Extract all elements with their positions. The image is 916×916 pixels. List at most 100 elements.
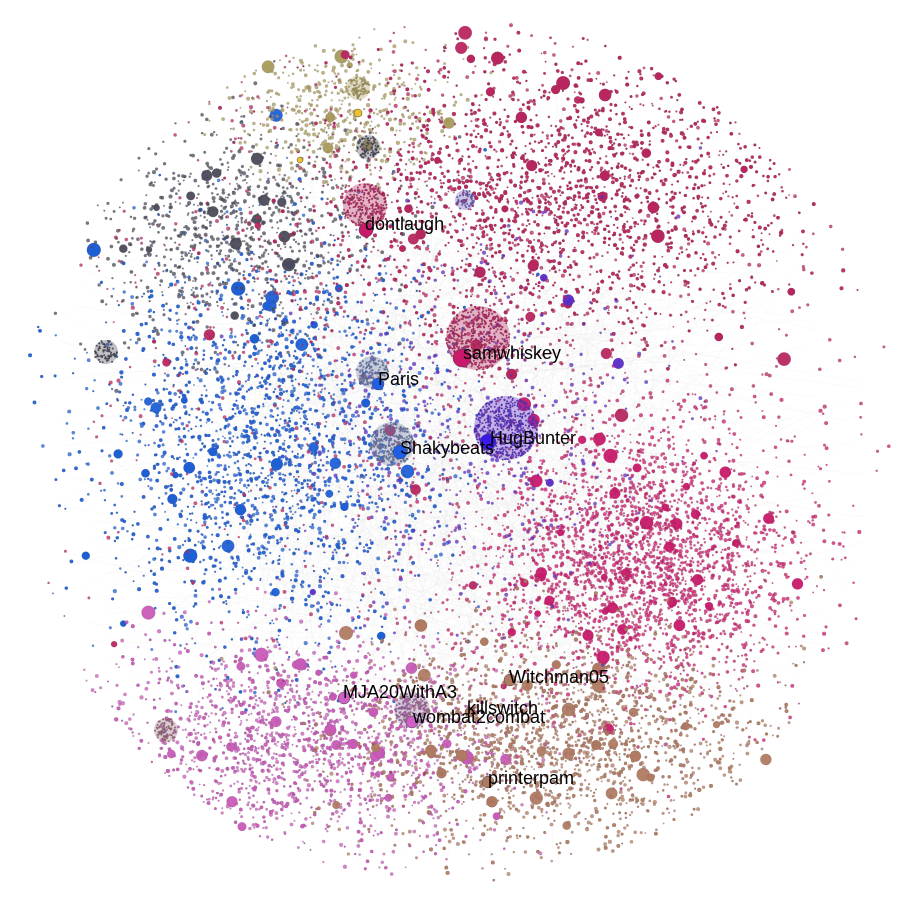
graph-node bbox=[661, 428, 666, 433]
graph-node bbox=[761, 243, 765, 246]
graph-node bbox=[739, 173, 744, 179]
graph-node bbox=[820, 648, 826, 653]
graph-node bbox=[597, 214, 602, 219]
graph-node bbox=[492, 302, 496, 306]
graph-node bbox=[726, 546, 731, 551]
graph-node bbox=[682, 268, 686, 273]
graph-node bbox=[533, 220, 537, 224]
graph-node bbox=[537, 141, 541, 144]
graph-node bbox=[601, 82, 605, 86]
graph-node bbox=[607, 507, 611, 510]
graph-node bbox=[681, 470, 686, 474]
graph-node bbox=[348, 151, 350, 154]
graph-node bbox=[600, 279, 605, 284]
graph-node bbox=[584, 196, 588, 200]
graph-node bbox=[564, 152, 567, 155]
graph-node bbox=[629, 290, 632, 293]
graph-node bbox=[776, 215, 780, 220]
graph-node bbox=[492, 111, 497, 116]
graph-node bbox=[497, 243, 501, 248]
graph-node bbox=[691, 160, 694, 163]
graph-node bbox=[601, 448, 606, 452]
graph-node bbox=[506, 198, 509, 201]
graph-node bbox=[561, 156, 566, 161]
graph-node bbox=[730, 468, 733, 471]
graph-node bbox=[708, 174, 712, 178]
graph-node bbox=[597, 109, 601, 113]
graph-node bbox=[503, 190, 508, 196]
graph-node bbox=[417, 352, 422, 357]
graph-node bbox=[614, 89, 617, 92]
graph-node bbox=[549, 584, 554, 589]
graph-node bbox=[588, 597, 593, 601]
graph-node bbox=[401, 97, 405, 100]
graph-node bbox=[538, 535, 542, 538]
graph-node bbox=[750, 590, 755, 595]
graph-node bbox=[572, 197, 576, 202]
graph-node bbox=[642, 348, 645, 351]
graph-node bbox=[764, 191, 768, 195]
graph-node bbox=[440, 330, 444, 334]
graph-node bbox=[614, 192, 619, 197]
graph-node bbox=[561, 191, 564, 195]
graph-node bbox=[643, 285, 646, 288]
graph-node bbox=[483, 276, 487, 281]
graph-node bbox=[740, 611, 744, 615]
graph-node bbox=[744, 607, 747, 611]
graph-node bbox=[607, 275, 611, 279]
graph-node bbox=[758, 147, 761, 149]
graph-node bbox=[581, 285, 585, 289]
graph-node bbox=[700, 205, 705, 209]
graph-node bbox=[825, 463, 828, 467]
graph-node bbox=[528, 142, 532, 145]
graph-node bbox=[551, 85, 561, 95]
graph-node bbox=[753, 160, 757, 164]
graph-node bbox=[699, 202, 703, 205]
graph-node bbox=[539, 470, 543, 474]
graph-node bbox=[489, 291, 494, 296]
graph-node bbox=[712, 288, 715, 291]
graph-node bbox=[457, 238, 461, 243]
graph-node bbox=[469, 108, 473, 112]
graph-node bbox=[555, 605, 559, 609]
graph-node bbox=[398, 206, 402, 210]
graph-node bbox=[717, 220, 720, 223]
graph-node bbox=[558, 215, 563, 220]
graph-node bbox=[788, 283, 791, 286]
graph-node bbox=[541, 526, 545, 529]
graph-node bbox=[615, 189, 619, 193]
graph-node bbox=[666, 230, 671, 234]
graph-node bbox=[552, 470, 555, 473]
graph-node bbox=[718, 233, 722, 237]
graph-node bbox=[622, 552, 626, 556]
graph-node bbox=[777, 173, 781, 176]
graph-node bbox=[528, 270, 532, 274]
graph-node bbox=[525, 158, 529, 162]
graph-node bbox=[555, 69, 560, 73]
graph-node bbox=[666, 248, 671, 253]
graph-node bbox=[533, 238, 536, 241]
graph-node bbox=[344, 186, 347, 189]
graph-node bbox=[668, 110, 671, 113]
graph-node bbox=[623, 177, 626, 181]
graph-node bbox=[572, 419, 575, 423]
graph-node bbox=[332, 243, 336, 247]
graph-node bbox=[765, 643, 769, 646]
graph-node bbox=[653, 311, 658, 316]
graph-node bbox=[680, 480, 684, 484]
graph-node bbox=[713, 235, 717, 239]
graph-node bbox=[430, 342, 434, 346]
graph-node bbox=[549, 36, 552, 40]
graph-node bbox=[568, 273, 572, 276]
graph-node bbox=[701, 571, 704, 574]
graph-node bbox=[728, 235, 732, 239]
graph-node bbox=[531, 149, 536, 153]
graph-node bbox=[670, 205, 675, 209]
graph-node bbox=[696, 194, 701, 199]
graph-node bbox=[467, 155, 471, 159]
graph-node bbox=[711, 261, 716, 266]
graph-node bbox=[620, 474, 623, 477]
graph-node bbox=[773, 174, 777, 179]
graph-node bbox=[638, 208, 643, 213]
graph-node bbox=[635, 527, 640, 532]
